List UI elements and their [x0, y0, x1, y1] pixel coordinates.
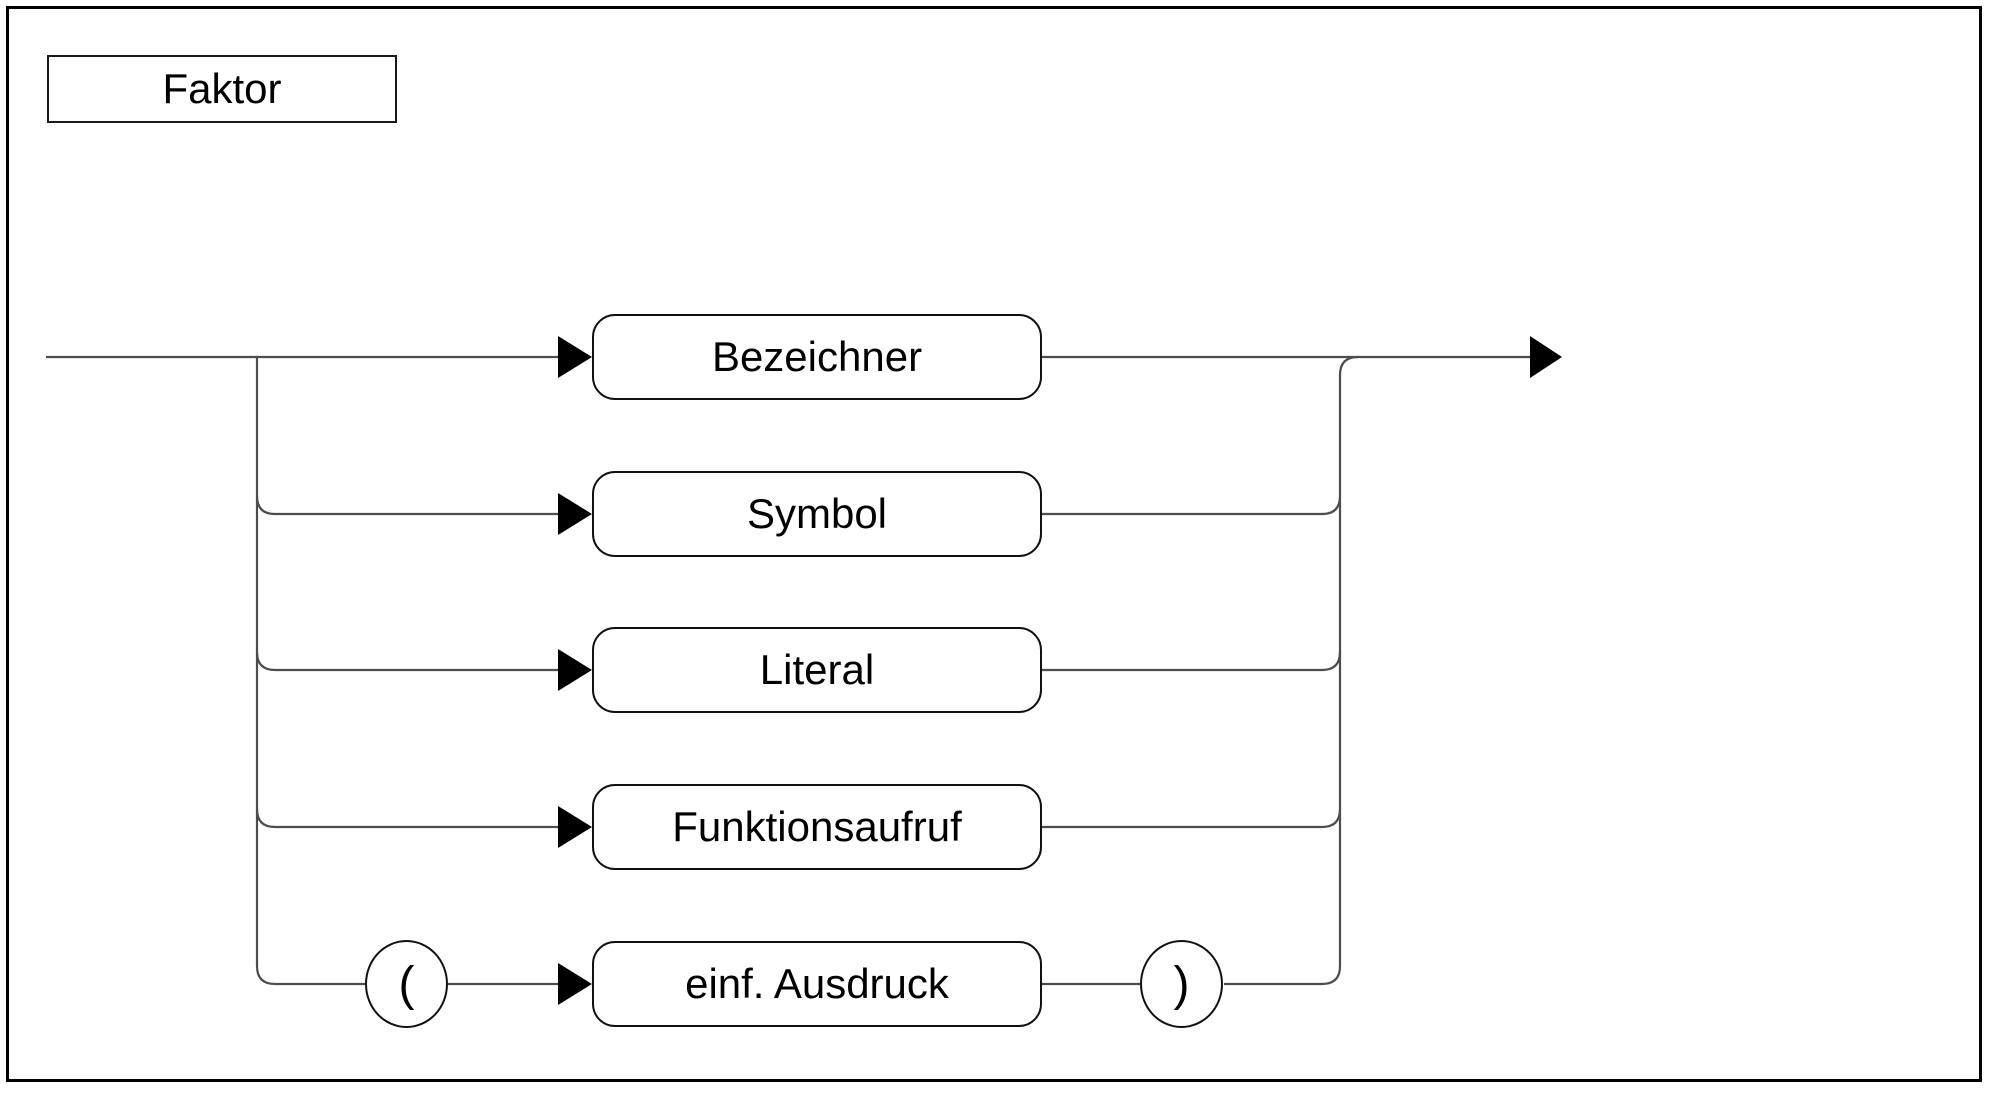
- diagram-title: Faktor: [162, 65, 282, 112]
- terminal-open-paren: (: [365, 940, 448, 1028]
- row-3-entry-line: [255, 651, 558, 672]
- diagram-title-box: Faktor: [47, 55, 397, 123]
- row-4-entry-line: [255, 808, 558, 829]
- row-3-exit-line: [1042, 651, 1342, 672]
- row-2-arrowhead-icon: [558, 493, 592, 535]
- node-funktionsaufruf-label: Funktionsaufruf: [672, 803, 962, 850]
- row-4-arrowhead-icon: [558, 806, 592, 848]
- node-literal: Literal: [592, 627, 1042, 713]
- terminal-open-paren-label: (: [398, 957, 415, 1011]
- row-4-exit-line: [1042, 808, 1342, 829]
- node-symbol-label: Symbol: [746, 490, 888, 537]
- row-5-exit-line-b: [1224, 965, 1342, 986]
- merge-rail-top-fillet: [1338, 355, 1359, 376]
- node-funktionsaufruf: Funktionsaufruf: [592, 784, 1042, 870]
- node-einf-ausdruck: einf. Ausdruck: [592, 941, 1042, 1027]
- row-2-exit-line: [1042, 495, 1342, 516]
- node-literal-label: Literal: [759, 646, 875, 693]
- node-bezeichner-label: Bezeichner: [711, 333, 923, 380]
- row-3-arrowhead-icon: [558, 649, 592, 691]
- terminal-close-paren-label: ): [1173, 957, 1190, 1011]
- row-1-arrowhead-icon: [558, 336, 592, 378]
- node-einf-ausdruck-label: einf. Ausdruck: [685, 960, 949, 1007]
- terminal-close-paren: ): [1140, 940, 1223, 1028]
- diagram-border: [6, 6, 1982, 1082]
- row-5-arrowhead-icon: [558, 963, 592, 1005]
- final-arrowhead-icon: [1530, 336, 1562, 378]
- node-bezeichner: Bezeichner: [592, 314, 1042, 400]
- row-5-entry-line: [255, 965, 365, 986]
- row-2-entry-line: [255, 495, 558, 516]
- node-symbol: Symbol: [592, 471, 1042, 557]
